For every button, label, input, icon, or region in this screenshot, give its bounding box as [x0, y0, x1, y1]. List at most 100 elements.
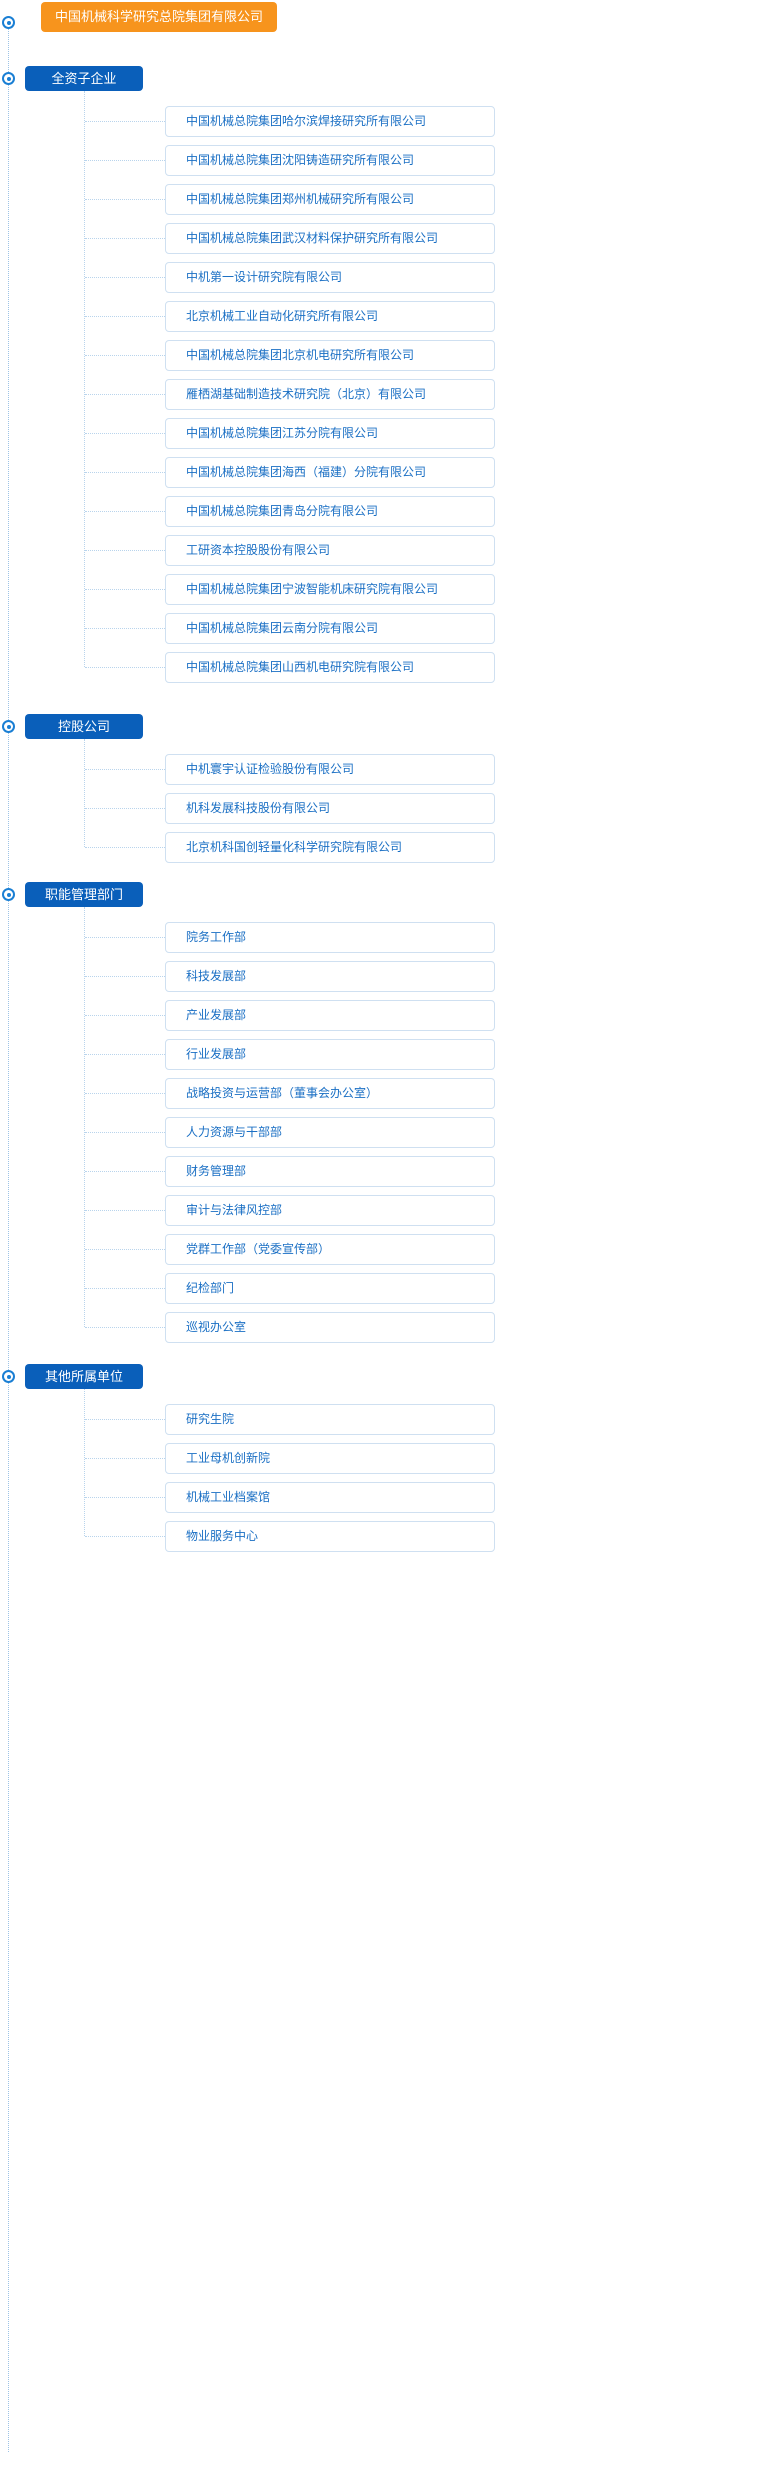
branch-connector-line [85, 847, 165, 848]
section-header-4[interactable]: 其他所属单位 [25, 1364, 143, 1389]
list-item: 中国机械总院集团山西机电研究院有限公司 [0, 652, 779, 683]
org-unit-card[interactable]: 巡视办公室 [165, 1312, 495, 1343]
section-header-3[interactable]: 职能管理部门 [25, 882, 143, 907]
list-item: 产业发展部 [0, 1000, 779, 1031]
org-unit-card[interactable]: 科技发展部 [165, 961, 495, 992]
org-unit-card[interactable]: 工业母机创新院 [165, 1443, 495, 1474]
org-unit-card[interactable]: 中国机械总院集团宁波智能机床研究院有限公司 [165, 574, 495, 605]
list-item: 中机第一设计研究院有限公司 [0, 262, 779, 293]
org-unit-card[interactable]: 战略投资与运营部（董事会办公室） [165, 1078, 495, 1109]
branch-trunk-line [84, 91, 85, 667]
list-item: 行业发展部 [0, 1039, 779, 1070]
org-unit-card[interactable]: 中国机械总院集团北京机电研究所有限公司 [165, 340, 495, 371]
list-item: 雁栖湖基础制造技术研究院（北京）有限公司 [0, 379, 779, 410]
branch-connector-line [85, 1054, 165, 1055]
org-unit-card[interactable]: 物业服务中心 [165, 1521, 495, 1552]
list-item: 财务管理部 [0, 1156, 779, 1187]
branch-connector-line [85, 355, 165, 356]
node-marker-icon [2, 888, 15, 901]
list-item: 纪检部门 [0, 1273, 779, 1304]
branch-connector-line [85, 1132, 165, 1133]
org-unit-card[interactable]: 人力资源与干部部 [165, 1117, 495, 1148]
org-unit-card[interactable]: 机械工业档案馆 [165, 1482, 495, 1513]
org-unit-card[interactable]: 审计与法律风控部 [165, 1195, 495, 1226]
branch-connector-line [85, 1536, 165, 1537]
list-item: 人力资源与干部部 [0, 1117, 779, 1148]
branch-connector-line [85, 1093, 165, 1094]
org-unit-card[interactable]: 中机第一设计研究院有限公司 [165, 262, 495, 293]
branch-connector-line [85, 433, 165, 434]
list-item: 科技发展部 [0, 961, 779, 992]
section-header-1[interactable]: 全资子企业 [25, 66, 143, 91]
branch-connector-line [85, 394, 165, 395]
org-unit-card[interactable]: 研究生院 [165, 1404, 495, 1435]
list-item: 北京机械工业自动化研究所有限公司 [0, 301, 779, 332]
branch-connector-line [85, 808, 165, 809]
org-unit-card[interactable]: 中国机械总院集团哈尔滨焊接研究所有限公司 [165, 106, 495, 137]
org-unit-card[interactable]: 行业发展部 [165, 1039, 495, 1070]
branch-connector-line [85, 667, 165, 668]
list-item: 研究生院 [0, 1404, 779, 1435]
org-unit-card[interactable]: 北京机械工业自动化研究所有限公司 [165, 301, 495, 332]
list-item: 战略投资与运营部（董事会办公室） [0, 1078, 779, 1109]
root-node-label[interactable]: 中国机械科学研究总院集团有限公司 [41, 2, 278, 32]
branch-connector-line [85, 316, 165, 317]
node-marker-icon [2, 16, 15, 29]
org-unit-card[interactable]: 党群工作部（党委宣传部） [165, 1234, 495, 1265]
org-unit-card[interactable]: 机科发展科技股份有限公司 [165, 793, 495, 824]
list-item: 中国机械总院集团沈阳铸造研究所有限公司 [0, 145, 779, 176]
branch-connector-line [85, 976, 165, 977]
list-item: 物业服务中心 [0, 1521, 779, 1552]
branch-connector-line [85, 472, 165, 473]
org-unit-card[interactable]: 工研资本控股股份有限公司 [165, 535, 495, 566]
org-unit-card[interactable]: 中国机械总院集团山西机电研究院有限公司 [165, 652, 495, 683]
list-item: 中国机械总院集团哈尔滨焊接研究所有限公司 [0, 106, 779, 137]
branch-connector-line [85, 1288, 165, 1289]
branch-connector-line [85, 628, 165, 629]
node-marker-icon [2, 72, 15, 85]
list-item: 中国机械总院集团海西（福建）分院有限公司 [0, 457, 779, 488]
branch-connector-line [85, 1210, 165, 1211]
master-trunk-line [8, 22, 9, 2452]
branch-connector-line [85, 238, 165, 239]
branch-connector-line [85, 199, 165, 200]
list-item: 党群工作部（党委宣传部） [0, 1234, 779, 1265]
org-unit-card[interactable]: 中机寰宇认证检验股份有限公司 [165, 754, 495, 785]
org-unit-card[interactable]: 中国机械总院集团云南分院有限公司 [165, 613, 495, 644]
node-marker-icon [2, 1370, 15, 1383]
branch-connector-line [85, 511, 165, 512]
org-unit-card[interactable]: 中国机械总院集团海西（福建）分院有限公司 [165, 457, 495, 488]
branch-connector-line [85, 1497, 165, 1498]
list-item: 中国机械总院集团北京机电研究所有限公司 [0, 340, 779, 371]
list-item: 工业母机创新院 [0, 1443, 779, 1474]
branch-connector-line [85, 550, 165, 551]
branch-connector-line [85, 1249, 165, 1250]
branch-trunk-line [84, 739, 85, 847]
list-item: 工研资本控股股份有限公司 [0, 535, 779, 566]
section-header-2[interactable]: 控股公司 [25, 714, 143, 739]
list-item: 中国机械总院集团青岛分院有限公司 [0, 496, 779, 527]
org-unit-card[interactable]: 雁栖湖基础制造技术研究院（北京）有限公司 [165, 379, 495, 410]
org-unit-card[interactable]: 中国机械总院集团郑州机械研究所有限公司 [165, 184, 495, 215]
org-unit-card[interactable]: 中国机械总院集团青岛分院有限公司 [165, 496, 495, 527]
branch-connector-line [85, 1419, 165, 1420]
branch-connector-line [85, 277, 165, 278]
branch-connector-line [85, 1458, 165, 1459]
org-unit-card[interactable]: 中国机械总院集团沈阳铸造研究所有限公司 [165, 145, 495, 176]
branch-connector-line [85, 769, 165, 770]
org-unit-card[interactable]: 北京机科国创轻量化科学研究院有限公司 [165, 832, 495, 863]
org-unit-card[interactable]: 中国机械总院集团江苏分院有限公司 [165, 418, 495, 449]
org-unit-card[interactable]: 产业发展部 [165, 1000, 495, 1031]
list-item: 中国机械总院集团云南分院有限公司 [0, 613, 779, 644]
branch-connector-line [85, 121, 165, 122]
branch-connector-line [85, 589, 165, 590]
branch-connector-line [85, 1015, 165, 1016]
list-item: 中国机械总院集团郑州机械研究所有限公司 [0, 184, 779, 215]
branch-connector-line [85, 937, 165, 938]
list-item: 中国机械总院集团宁波智能机床研究院有限公司 [0, 574, 779, 605]
org-unit-card[interactable]: 院务工作部 [165, 922, 495, 953]
org-unit-card[interactable]: 纪检部门 [165, 1273, 495, 1304]
org-unit-card[interactable]: 财务管理部 [165, 1156, 495, 1187]
org-unit-card[interactable]: 中国机械总院集团武汉材料保护研究所有限公司 [165, 223, 495, 254]
